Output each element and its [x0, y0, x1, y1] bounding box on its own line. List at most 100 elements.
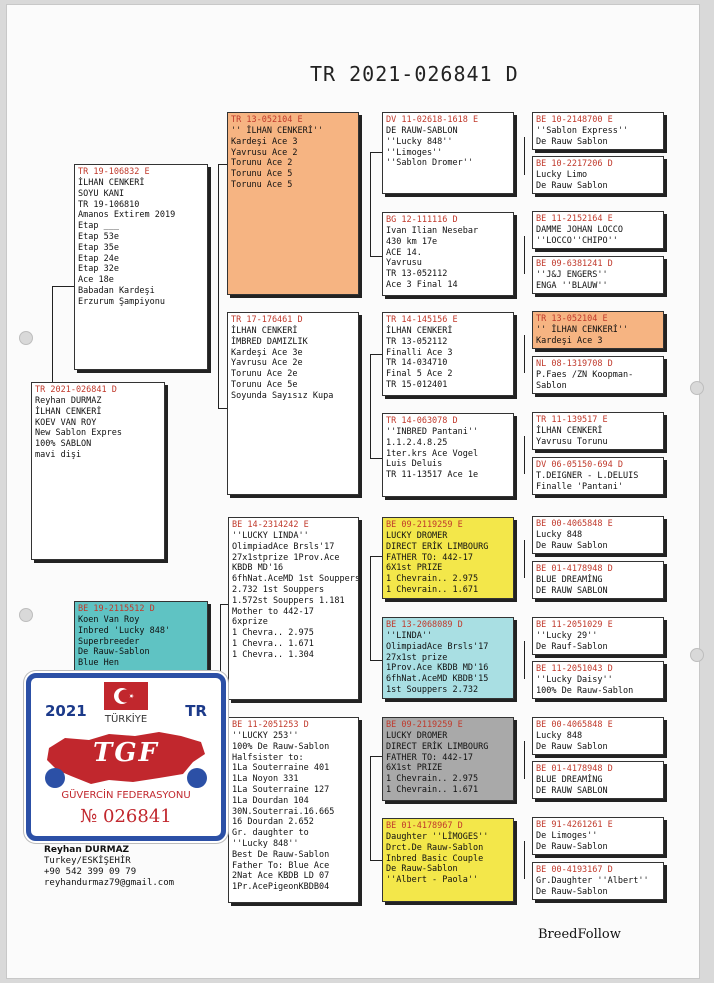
box-line: '' İLHAN CENKERİ'' [536, 325, 629, 335]
box-line: De Rauw-Sablon [536, 841, 608, 852]
pedigree-box-ddd: BE 01-4178967 D Daughter ''LİMOGES''Drct… [382, 818, 514, 902]
connector-line [524, 841, 525, 879]
box-line: Torunu Ace 5 [231, 169, 293, 180]
owner-location: Turkey/ESKİŞEHİR [44, 856, 131, 866]
connector-line [370, 860, 382, 861]
box-line: Sablon [536, 380, 567, 391]
connector-line [524, 641, 525, 679]
box-line: ''Sablon Dromer'' [386, 158, 473, 169]
owner-email[interactable]: reyhandurmaz79@gmail.com [44, 878, 175, 888]
box-line: İLHAN CENKERİ [536, 426, 603, 436]
box-line: İMBRED DAMIZLIK [231, 336, 308, 347]
box-line: Inbred 'Lucky 848' [78, 625, 171, 636]
connector-line [218, 408, 227, 409]
box-line: ''Sablon Express'' [536, 126, 629, 136]
box-line: LUCKY DROMER [386, 531, 448, 541]
box-line: İLHAN CENKERİ [78, 178, 145, 188]
box-line: 1 Chevra.. 1.671 [232, 638, 314, 649]
box-line: İLHAN CENKERİ [35, 406, 102, 417]
connector-line [220, 604, 228, 605]
box-line: 30N.Souterrai.16.665 [232, 806, 335, 817]
box-line: TR 13-052112 [386, 269, 448, 280]
box-lines: '' İLHAN CENKERİ''Kardeşi Ace 3 [536, 325, 660, 347]
box-line: Erzurum Şampiyonu [78, 296, 165, 307]
box-line: Mother to 442-17 [232, 606, 314, 617]
box-lines: ''Lucky Daisy''100% De Rauw-Sablon [536, 675, 660, 697]
connector-line [370, 152, 382, 153]
box-line: ENGA ''BLAUW'' [536, 280, 608, 291]
box-lines: DE RAUW-SABLON''Lucky 848''''Limoges''''… [386, 126, 510, 169]
box-lines: De Limoges''De Rauw-Sablon [536, 831, 660, 853]
box-line: Luis Deluis [386, 459, 443, 470]
pedigree-box-g4: BE 09-6381241 D''J&J ENGERS''ENGA ''BLAU… [532, 256, 664, 294]
ring-number: DV 06-05150-694 D [536, 460, 623, 470]
punch-hole [19, 608, 33, 622]
pedigree-box-g1: BE 10-2148700 E''Sablon Express''De Rauw… [532, 112, 664, 150]
box-line: 1 Chevrain.. 1.671 [386, 784, 479, 795]
box-line: P.Faes /ZN Koopman- [536, 370, 634, 380]
box-line: De Limoges'' [536, 831, 598, 841]
ring-number: TR 13-052104 E [536, 314, 608, 324]
ring-number: BE 13-2068089 D [386, 620, 463, 630]
box-line: DE RAUW-SABLON [386, 126, 458, 136]
box-line: 1La Souterraine 401 [232, 763, 330, 774]
box-line: Ace 3 Final 14 [386, 279, 458, 290]
ring-number: BE 00-4065848 E [536, 519, 613, 529]
connector-line [370, 152, 371, 256]
box-line: 1La Noyon 331 [232, 774, 299, 785]
box-line: ''Limoges'' [386, 147, 443, 158]
box-line: De Rauw Sablon [536, 136, 608, 147]
ring-number: TR 14-145156 E [386, 315, 458, 325]
box-line: 100% De Rauw-Sablon [536, 685, 634, 696]
box-line: 100% De Rauw-Sablon [232, 741, 330, 752]
box-line: DIRECT ERİK LIMBOURG [386, 741, 489, 752]
box-line: ''LUCKY 253'' [232, 731, 299, 741]
box-line: Final 5 Ace 2 [386, 369, 453, 380]
connector-line [370, 556, 382, 557]
seal-federation: GÜVERCİN FEDERASYONU [61, 790, 191, 801]
ring-number: BE 09-2119259 E [386, 520, 463, 530]
box-line: OlimpiadAce Brsls'17 [386, 641, 489, 652]
box-line: De Rauw Sablon [536, 741, 608, 752]
owner-name: Reyhan DURMAZ [44, 845, 130, 855]
box-line: Etap 24e [78, 253, 119, 264]
box-line: 6fhNat.AceMD KBDB'15 [386, 674, 489, 685]
box-line: Babadan Kardeşi [78, 285, 155, 296]
ring-number: TR 17-176461 D [231, 315, 303, 325]
box-line: 1.1.2.4.8.25 [386, 437, 448, 448]
seal-logo-text: TGF [92, 738, 159, 768]
ring-number: BE 14-2314242 E [232, 520, 309, 530]
ring-number: TR 2021-026841 D [35, 385, 117, 395]
connector-line [524, 436, 525, 474]
box-line: T.DEIGNER - L.DELUIS [536, 471, 639, 481]
brand-logo: BreedFollow [538, 927, 621, 942]
pedigree-box-g12: BE 11-2051043 D''Lucky Daisy''100% De Ra… [532, 661, 664, 699]
box-line: Torunu Ace 2e [231, 369, 298, 380]
box-line: Halfsister to: [232, 752, 304, 763]
box-line: Kardeşi Ace 3 [536, 335, 603, 346]
box-line: 1ter.krs Ace Vogel [386, 448, 479, 459]
box-line: De Rauw Sablon [536, 540, 608, 551]
box-line: TR 13-052112 [386, 336, 448, 347]
box-lines: ''Lucky 29''De Rauf-Sablon [536, 631, 660, 653]
box-line: 100% SABLON [35, 439, 92, 450]
box-line: 6fhNat.AceMD 1st Souppers [232, 574, 359, 585]
punch-hole [690, 648, 704, 662]
box-line: Amanos Extirem 2019 [78, 210, 176, 221]
connector-line [370, 256, 382, 257]
box-line: Daughter ''LİMOGES'' [386, 832, 489, 842]
